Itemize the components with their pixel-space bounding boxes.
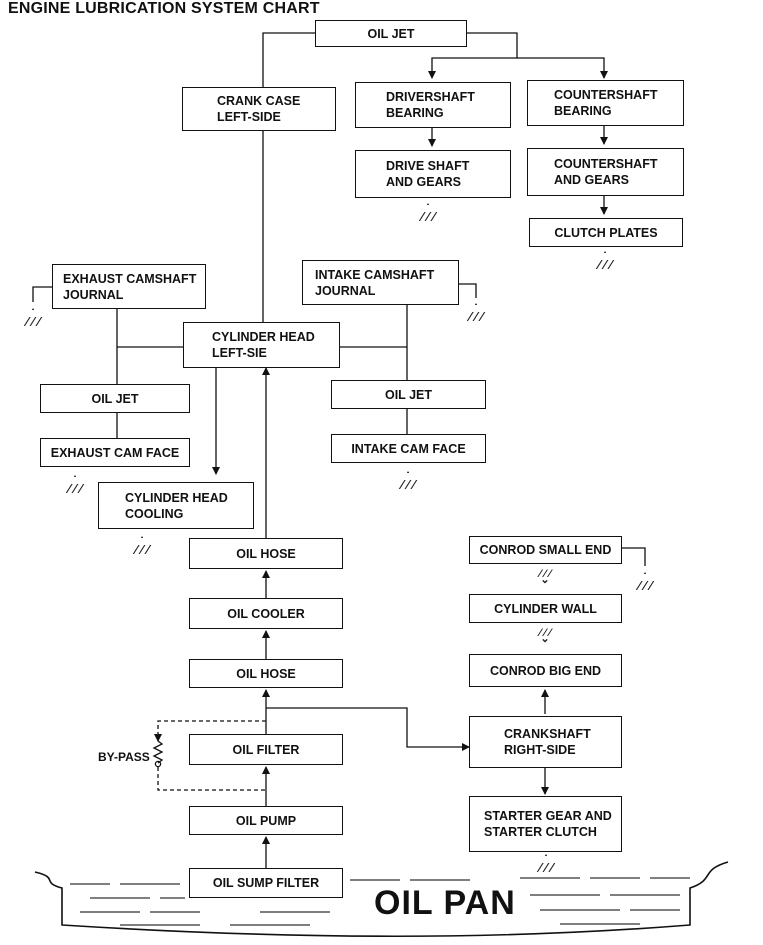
- bypass-spring: [152, 740, 164, 764]
- node-countershaft-bearing: COUNTERSHAFT BEARING: [527, 80, 684, 126]
- node-drivershaft-bearing: DRIVERSHAFT BEARING: [355, 82, 511, 128]
- node-cylinder-head-cooling: CYLINDER HEAD COOLING: [98, 482, 254, 529]
- node-oil-jet-top: OIL JET: [315, 20, 467, 47]
- node-crankshaft-right: CRANKSHAFT RIGHT-SIDE: [469, 716, 622, 768]
- oil-drip-icon: ˙⁄ ⁄ ⁄: [469, 301, 483, 324]
- node-oil-jet-left: OIL JET: [40, 384, 190, 413]
- node-countershaft-gears: COUNTERSHAFT AND GEARS: [527, 148, 684, 196]
- oil-drip-icon: ˙⁄ ⁄ ⁄: [26, 306, 40, 329]
- chart-title: ENGINE LUBRICATION SYSTEM CHART: [8, 0, 320, 17]
- node-starter-gear-clutch: STARTER GEAR AND STARTER CLUTCH: [469, 796, 622, 852]
- node-oil-hose-lower: OIL HOSE: [189, 659, 343, 688]
- arrow-to-crankshaft: [266, 707, 470, 751]
- oil-drip-icon: ˙⁄ ⁄ ⁄: [135, 534, 149, 557]
- line-exhaust-journal-drip: [32, 286, 52, 302]
- oil-drip-icon: ˙⁄ ⁄ ⁄: [638, 570, 652, 593]
- oil-drop-down-icon: ⁄ ⁄ ⁄⌄: [539, 627, 551, 645]
- node-oil-pump: OIL PUMP: [189, 806, 343, 835]
- oil-drip-icon: ˙⁄ ⁄ ⁄: [421, 201, 435, 224]
- node-exhaust-camshaft-journal: EXHAUST CAMSHAFT JOURNAL: [52, 264, 206, 309]
- node-oil-jet-right: OIL JET: [331, 380, 486, 409]
- node-crank-case-left: CRANK CASE LEFT-SIDE: [182, 87, 336, 131]
- line-smallend-drip: [622, 547, 646, 566]
- oil-drip-icon: ˙⁄ ⁄ ⁄: [68, 473, 82, 496]
- arrow-to-countershaft: [517, 57, 608, 79]
- node-drive-shaft-gears: DRIVE SHAFT AND GEARS: [355, 150, 511, 198]
- bypass-label: BY-PASS: [98, 750, 150, 764]
- oil-pan-label: OIL PAN: [368, 884, 522, 923]
- node-conrod-small-end: CONROD SMALL END: [469, 536, 622, 564]
- node-oil-filter: OIL FILTER: [189, 734, 343, 765]
- node-oil-cooler: OIL COOLER: [189, 598, 343, 629]
- node-oil-sump-filter: OIL SUMP FILTER: [189, 868, 343, 898]
- line-oiljet-crankcase: [262, 32, 315, 87]
- line-intake-journal-drip: [459, 283, 477, 298]
- node-intake-cam-face: INTAKE CAM FACE: [331, 434, 486, 463]
- oil-drop-down-icon: ⁄ ⁄ ⁄⌄: [539, 568, 551, 586]
- oil-pan-outline: [34, 861, 729, 938]
- oil-surface-lines: [70, 877, 690, 926]
- node-cylinder-wall: CYLINDER WALL: [469, 594, 622, 623]
- node-oil-hose-upper: OIL HOSE: [189, 538, 343, 569]
- oil-drip-icon: ˙⁄ ⁄ ⁄: [598, 249, 612, 272]
- node-conrod-big-end: CONROD BIG END: [469, 654, 622, 687]
- oil-drip-icon: ˙⁄ ⁄ ⁄: [401, 469, 415, 492]
- bypass-upper: [154, 720, 266, 742]
- node-intake-camshaft-journal: INTAKE CAMSHAFT JOURNAL: [302, 260, 459, 305]
- bypass-lower: [157, 767, 266, 791]
- node-cylinder-head-left: CYLINDER HEAD LEFT-SIE: [183, 322, 340, 368]
- oil-drip-icon: ˙⁄ ⁄ ⁄: [539, 852, 553, 875]
- node-clutch-plates: CLUTCH PLATES: [529, 218, 683, 247]
- bypass-valve: [154, 760, 162, 768]
- node-exhaust-cam-face: EXHAUST CAM FACE: [40, 438, 190, 467]
